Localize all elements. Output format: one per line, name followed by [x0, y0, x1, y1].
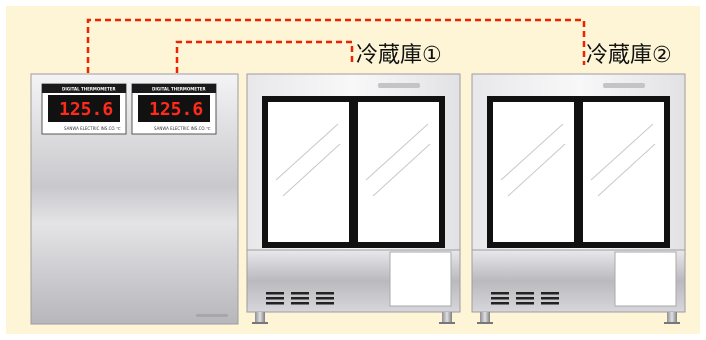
thermometer-1: DIGITAL THERMOMETER 125.6 SANWA ELECTRIC…: [41, 83, 127, 135]
fridge-1-right-leg: [442, 312, 452, 322]
fridge-2-top-vent: [603, 83, 645, 88]
fridge-2-right-leg: [667, 312, 677, 322]
thermometer-1-title: DIGITAL THERMOMETER: [62, 87, 116, 92]
fridge-1-left-glass: [268, 102, 349, 242]
fridge-1: [246, 73, 461, 324]
fridge-2-label: 冷蔵庫②: [586, 43, 672, 68]
thermometer-2-title: DIGITAL THERMOMETER: [152, 87, 206, 92]
fridge-1-vents: [266, 292, 334, 305]
thermometer-1-unit: ℃: [116, 126, 121, 131]
fridge-2-right-glass: [583, 102, 664, 242]
connection-line-1: [175, 40, 354, 73]
fridge-1-right-glass: [358, 102, 439, 242]
connection-line-2: [86, 18, 586, 73]
thermometer-2-footer: SANWA ELECTRIC INS.CO.: [154, 126, 206, 131]
thermometer-1-reading: 125.6: [59, 99, 113, 120]
control-cabinet: DIGITAL THERMOMETER 125.6 SANWA ELECTRIC…: [30, 73, 239, 325]
fridge-1-top-vent: [378, 83, 420, 88]
fridge-2-panel: [614, 251, 677, 307]
cabinet-handle: [196, 314, 228, 317]
connection-lines: [86, 18, 586, 73]
fridge-2-left-leg: [480, 312, 490, 322]
thermometer-2-display: [138, 95, 210, 122]
thermometer-2-reading: 125.6: [149, 99, 203, 120]
fridge-1-left-leg: [255, 312, 265, 322]
thermometer-2: DIGITAL THERMOMETER 125.6 SANWA ELECTRIC…: [131, 83, 217, 135]
fridge-1-label: 冷蔵庫①: [356, 43, 442, 68]
fridge-1-panel: [389, 251, 452, 307]
fridge-2-left-glass: [493, 102, 574, 242]
fridge-2: [471, 73, 686, 324]
thermometer-2-unit: ℃: [206, 126, 211, 131]
thermometer-1-display: [48, 95, 120, 122]
thermometer-1-footer: SANWA ELECTRIC INS.CO.: [64, 126, 116, 131]
fridge-2-vents: [491, 292, 559, 305]
